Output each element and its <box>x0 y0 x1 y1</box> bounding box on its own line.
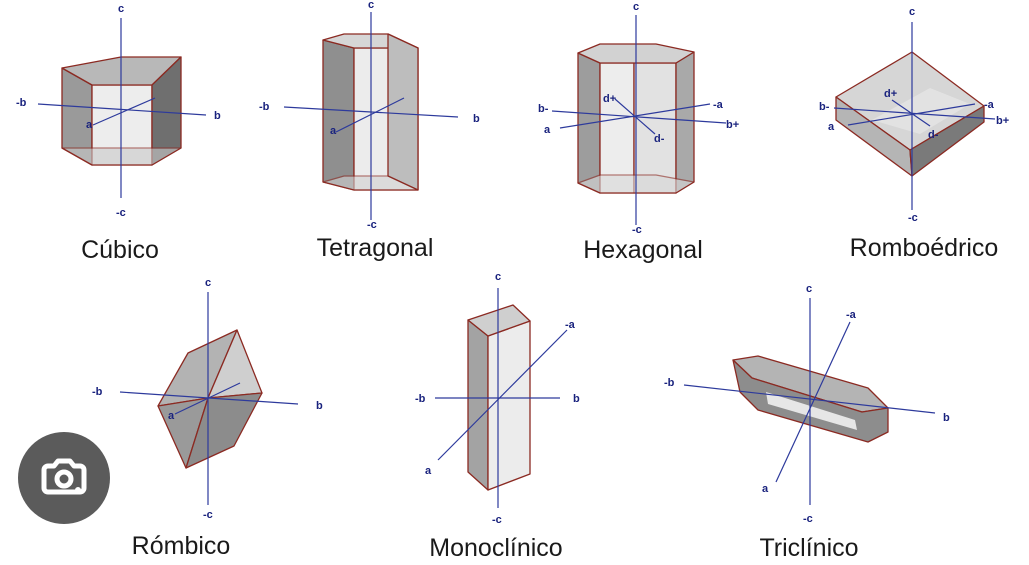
rhombohedral-label-b-plus: b+ <box>996 115 1009 127</box>
orthorhombic-label-a: a <box>168 410 175 422</box>
tetragonal-left-face <box>322 39 355 191</box>
monoclinic-label-b: b <box>573 393 580 405</box>
triclinic-b-axis <box>683 384 936 414</box>
triclinic-inner-face <box>766 392 857 430</box>
orthorhombic-label-minus-b: -b <box>92 386 103 398</box>
tetragonal-crystal: c -c -b b a <box>259 0 480 231</box>
monoclinic-label-minus-a: -a <box>565 319 576 331</box>
cubic-label-a: a <box>86 119 93 131</box>
hexagonal-front-right-face <box>633 62 677 194</box>
hexagonal-crystal: c -c b- b+ a -a d+ d- <box>538 1 739 236</box>
rhombohedral-right-face <box>909 105 985 177</box>
monoclinic-label-c: c <box>495 271 501 283</box>
tetragonal-right-face <box>387 33 419 191</box>
orthorhombic-label-minus-c: -c <box>203 509 213 521</box>
rhombohedral-label-c: c <box>909 6 915 18</box>
cubic-a-axis <box>92 97 156 126</box>
caption-romboedrico: Romboédrico <box>849 234 999 262</box>
cubic-crystal: c -c -b b a <box>16 3 221 219</box>
monoclinic-label-minus-b: -b <box>415 393 426 405</box>
tetragonal-label-c: c <box>368 0 374 11</box>
hexagonal-label-d-minus: d- <box>654 133 665 145</box>
cubic-label-c: c <box>118 3 124 15</box>
cubic-label-minus-c: -c <box>116 207 126 219</box>
tetragonal-label-a: a <box>330 125 337 137</box>
caption-monoclinico: Monoclínico <box>429 534 563 562</box>
triclinic-label-b: b <box>943 412 950 424</box>
triclinic-label-c: c <box>806 283 812 295</box>
orthorhombic-bottom-right-face <box>185 392 263 469</box>
lens-search-button[interactable] <box>18 432 110 524</box>
rhombohedral-crystal: c -c b- b+ a -a d+ d- <box>819 6 1009 224</box>
hexagonal-label-minus-a: -a <box>713 99 724 111</box>
cubic-label-b: b <box>214 110 221 122</box>
tetragonal-label-b: b <box>473 113 480 125</box>
monoclinic-left-face <box>467 319 489 491</box>
hexagonal-front-left-face <box>599 62 635 194</box>
triclinic-label-a: a <box>762 483 769 495</box>
hexagonal-label-b-plus: b+ <box>726 119 739 131</box>
triclinic-label-minus-a: -a <box>846 309 857 321</box>
monoclinic-crystal: c -c -b b a -a <box>415 271 580 526</box>
monoclinic-a-axis <box>437 329 568 461</box>
orthorhombic-crystal: c -c -b b a <box>92 277 323 521</box>
caption-cubico: Cúbico <box>81 236 159 264</box>
monoclinic-front-face <box>487 320 531 491</box>
rhombohedral-inner-face <box>872 88 970 134</box>
hexagonal-label-minus-c: -c <box>632 224 642 236</box>
triclinic-label-minus-b: -b <box>664 377 675 389</box>
orthorhombic-a-axis <box>174 382 241 415</box>
tetragonal-label-minus-b: -b <box>259 101 270 113</box>
rhombohedral-label-d-minus: d- <box>928 129 939 141</box>
tetragonal-label-minus-c: -c <box>367 219 377 231</box>
monoclinic-label-minus-c: -c <box>492 514 502 526</box>
hexagonal-d-axis <box>614 98 656 135</box>
caption-tetragonal: Tetragonal <box>316 234 434 262</box>
orthorhombic-label-b: b <box>316 400 323 412</box>
lens-camera-icon <box>41 458 87 495</box>
rhombohedral-d-axis <box>891 99 931 127</box>
caption-rombico: Rómbico <box>131 532 231 560</box>
triclinic-crystal: c -c -b b a -a <box>664 283 950 525</box>
rhombohedral-label-minus-a: -a <box>984 99 995 111</box>
tetragonal-a-axis <box>335 97 405 133</box>
hexagonal-label-c: c <box>633 1 639 13</box>
rhombohedral-label-a: a <box>828 121 835 133</box>
rhombohedral-label-minus-c: -c <box>908 212 918 224</box>
hexagonal-b-axis <box>551 110 727 124</box>
hexagonal-label-a: a <box>544 124 551 136</box>
orthorhombic-label-c: c <box>205 277 211 289</box>
caption-triclinico: Triclínico <box>759 534 859 562</box>
rhombohedral-a-axis <box>847 103 976 126</box>
tetragonal-b-axis <box>283 106 459 118</box>
caption-hexagonal: Hexagonal <box>583 236 703 264</box>
cubic-b-axis <box>37 103 207 116</box>
triclinic-label-minus-c: -c <box>803 513 813 525</box>
hexagonal-label-b-minus: b- <box>538 103 549 115</box>
rhombohedral-label-b-minus: b- <box>819 101 830 113</box>
hexagonal-label-d-plus: d+ <box>603 93 616 105</box>
triclinic-a-axis <box>775 321 851 483</box>
rhombohedral-label-d-plus: d+ <box>884 88 897 100</box>
monoclinic-label-a: a <box>425 465 432 477</box>
cubic-label-minus-b: -b <box>16 97 27 109</box>
hexagonal-right-face <box>675 51 695 194</box>
